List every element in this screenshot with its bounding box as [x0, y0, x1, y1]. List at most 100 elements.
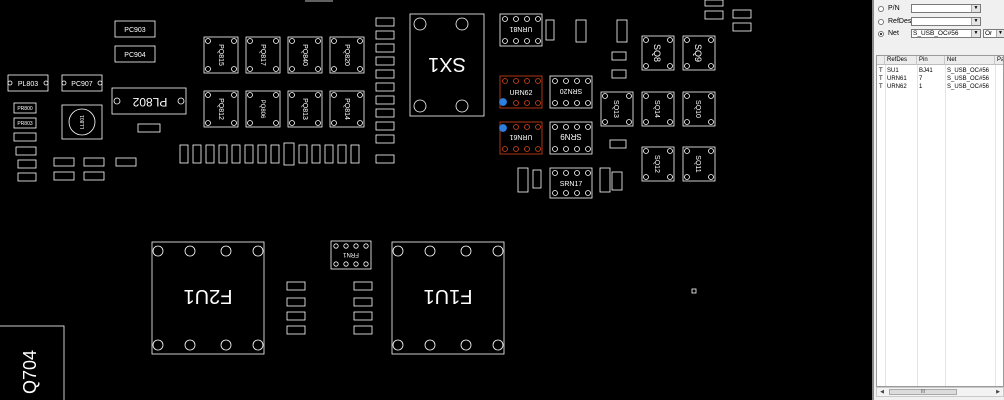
table-row[interactable]: T URN61 7 S_USB_OC#56: [877, 75, 1003, 83]
component-pq815[interactable]: PQ815: [203, 36, 239, 74]
component-sx1[interactable]: SX1: [409, 13, 485, 117]
component-sq8[interactable]: SQ8: [641, 35, 675, 71]
refdes-label: FRN1: [343, 251, 359, 257]
resistor-footprint[interactable]: [609, 139, 627, 149]
component-sq14[interactable]: SQ14: [641, 91, 675, 127]
column-divider: [995, 65, 996, 386]
component-ll801[interactable]: LL801: [61, 104, 103, 140]
refdes-label: SRN9: [560, 132, 582, 141]
refdes-label: PQ814: [343, 98, 350, 120]
component-pq812[interactable]: PQ812: [203, 90, 239, 128]
component-pc903[interactable]: PC903: [114, 20, 156, 38]
component-frn1[interactable]: FRN1: [330, 240, 372, 270]
refdes-combo[interactable]: ▼: [911, 17, 981, 26]
or-combo[interactable]: Or▼: [983, 29, 1004, 38]
component-pq820[interactable]: PQ820: [329, 36, 365, 74]
chevron-down-icon[interactable]: ▼: [971, 18, 980, 25]
resistor-footprint[interactable]: [732, 22, 752, 32]
column-header[interactable]: [877, 56, 885, 65]
component-pq813[interactable]: PQ813: [287, 90, 323, 128]
table-row[interactable]: T SU1 BJ41 S_USB_OC#56: [877, 67, 1003, 75]
component-sq11[interactable]: SQ11: [682, 146, 716, 182]
row-net: S_USB_OC#56: [947, 68, 990, 74]
scroll-right-icon[interactable]: ▶: [996, 389, 1000, 395]
pcb-canvas[interactable]: PC903 PC904 PL803 PC907 PL802 LL801: [0, 0, 872, 400]
filter-refdes[interactable]: RefDes: [878, 16, 911, 27]
component-urn62[interactable]: URN62: [499, 75, 543, 109]
resistor-footprint[interactable]: [611, 171, 623, 191]
chevron-down-icon[interactable]: ▼: [971, 30, 980, 37]
component-f2u1[interactable]: F2U1: [151, 241, 265, 355]
component-urn81[interactable]: URN81: [499, 13, 543, 47]
highlighted-pin[interactable]: [499, 98, 507, 106]
horizontal-scrollbar[interactable]: ◀ III ▶: [876, 387, 1004, 397]
refdes-label: SQ9: [693, 44, 703, 62]
scroll-left-icon[interactable]: ◀: [880, 389, 884, 395]
component-srn17[interactable]: SRN17: [549, 167, 593, 199]
resistor-footprint[interactable]: [732, 9, 752, 19]
resistor-footprint[interactable]: [704, 0, 724, 7]
radio-net[interactable]: [878, 30, 884, 37]
component-pq817[interactable]: PQ817: [245, 36, 281, 74]
component-sq12[interactable]: SQ12: [641, 146, 675, 182]
pn-combo[interactable]: ▼: [911, 4, 981, 13]
resistor-array-row[interactable]: [179, 142, 360, 166]
refdes-label: URN62: [510, 90, 533, 97]
resistor-footprint[interactable]: [704, 10, 724, 20]
passive-column[interactable]: [375, 17, 395, 164]
component-pc907[interactable]: PC907: [61, 74, 103, 92]
component-sq13[interactable]: SQ13: [600, 91, 634, 127]
row-type: T: [879, 84, 883, 90]
column-divider: [885, 65, 886, 386]
component-pl803[interactable]: PL803: [7, 74, 49, 92]
component-sq9[interactable]: SQ9: [682, 35, 716, 71]
passive-group-center[interactable]: [286, 281, 373, 335]
radio-refdes[interactable]: [878, 18, 884, 25]
resistor-footprint[interactable]: [611, 69, 627, 79]
component-pl802[interactable]: PL802: [111, 87, 187, 115]
chevron-down-icon[interactable]: ▼: [996, 30, 1004, 37]
resistor-footprint[interactable]: [532, 169, 542, 189]
component-urn61[interactable]: URN61: [499, 121, 543, 155]
chevron-down-icon[interactable]: ▼: [971, 5, 980, 12]
refdes-label: PQ820: [343, 44, 350, 66]
table-row[interactable]: T URN62 1 S_USB_OC#56: [877, 83, 1003, 91]
filter-net[interactable]: Net: [878, 28, 906, 39]
refdes-label: PL802: [132, 95, 167, 109]
board-view[interactable]: PC903 PC904 PL803 PC907 PL802 LL801: [0, 0, 872, 400]
component-pc904[interactable]: PC904: [114, 45, 156, 63]
filter-pn[interactable]: P/N: [878, 3, 906, 14]
refdes-label: SRN20: [560, 87, 583, 94]
resistor-footprint[interactable]: [575, 19, 587, 43]
radio-pn[interactable]: [878, 5, 884, 12]
resistor-footprint[interactable]: [616, 19, 628, 43]
row-net: S_USB_OC#56: [947, 76, 990, 82]
refdes-label: SRN17: [560, 181, 583, 188]
resistor-footprint[interactable]: [611, 51, 627, 61]
row-pin: BJ41: [919, 68, 933, 74]
via-marker[interactable]: [691, 288, 697, 294]
component-srn20[interactable]: SRN20: [549, 75, 593, 109]
component-sq10[interactable]: SQ10: [682, 91, 716, 127]
refdes-label: F1U1: [424, 285, 473, 307]
column-header-refdes[interactable]: RefDes: [885, 56, 917, 65]
component-srn9[interactable]: SRN9: [549, 121, 593, 155]
resistor-footprint[interactable]: [517, 167, 529, 193]
component-q704[interactable]: Q704: [0, 325, 65, 400]
row-type: T: [879, 76, 883, 82]
component-pq806[interactable]: PQ806: [245, 90, 281, 128]
component-f1u1[interactable]: F1U1: [391, 241, 505, 355]
column-header-pin[interactable]: Pin: [917, 56, 945, 65]
net-combo[interactable]: S_USB_OC#56▼: [911, 29, 981, 38]
highlighted-pin[interactable]: [499, 124, 507, 132]
component-pq840[interactable]: PQ840: [287, 36, 323, 74]
resistor-footprint[interactable]: [545, 19, 555, 41]
column-header-pa[interactable]: Pa: [995, 56, 1004, 65]
component-pq814[interactable]: PQ814: [329, 90, 365, 128]
passive-group-left[interactable]: PR800 PR803: [13, 102, 161, 182]
refdes-label: PQ806: [259, 100, 265, 119]
results-table[interactable]: RefDes Pin Net Pa T SU1 BJ41 S_USB_OC#56…: [876, 55, 1004, 387]
scrollbar-thumb[interactable]: III: [889, 389, 957, 395]
resistor-footprint[interactable]: [599, 167, 611, 193]
column-header-net[interactable]: Net: [945, 56, 995, 65]
